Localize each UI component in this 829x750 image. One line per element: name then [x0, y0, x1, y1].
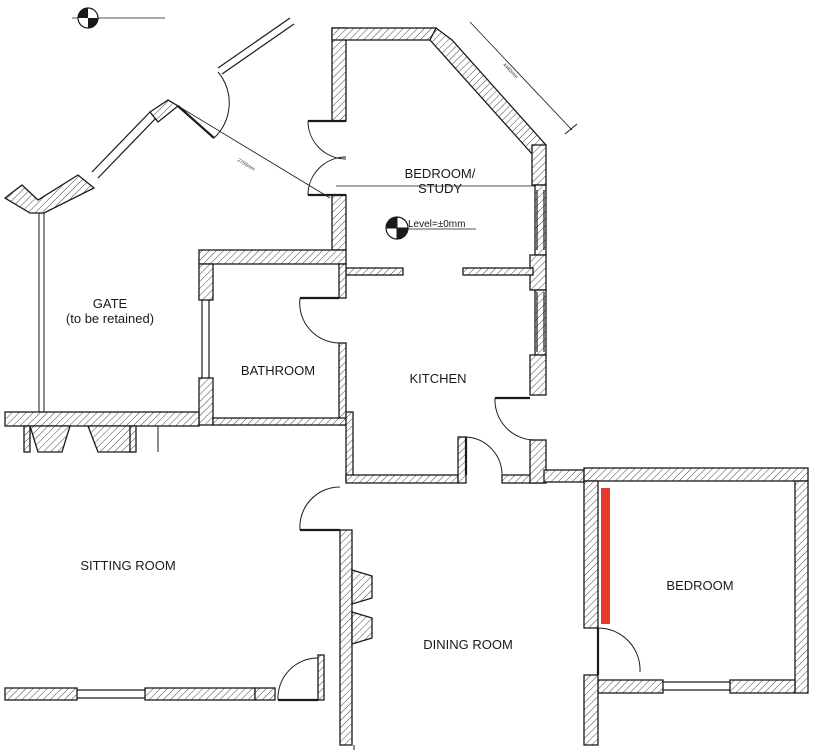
door-swing	[299, 486, 341, 531]
wall	[198, 377, 214, 426]
window	[97, 117, 157, 179]
wall	[4, 411, 200, 427]
door-swing	[494, 397, 536, 441]
door-swing	[465, 436, 503, 476]
wall	[794, 480, 809, 694]
wall	[331, 27, 347, 122]
level-label: Level=±0mm	[408, 219, 466, 230]
wall	[29, 425, 71, 453]
wall	[3, 174, 96, 214]
wall	[339, 529, 353, 746]
wall	[4, 687, 78, 701]
room-label-gate: GATE (to be retained)	[55, 296, 165, 326]
room-label-sitting-room: SITTING ROOM	[80, 558, 176, 573]
wall	[529, 354, 547, 396]
level-fill	[397, 228, 408, 239]
wall	[338, 263, 347, 299]
dimension-line	[469, 21, 573, 131]
wall	[429, 27, 547, 156]
dimension-line	[177, 105, 331, 199]
wall	[531, 144, 547, 186]
wall	[729, 679, 796, 694]
room-label-bathroom: BATHROOM	[240, 363, 316, 378]
level-fill	[386, 217, 397, 228]
wall	[144, 687, 256, 701]
wall	[543, 469, 585, 483]
wall	[345, 474, 459, 484]
wall	[87, 425, 135, 453]
doors	[177, 71, 641, 702]
wall	[345, 267, 404, 276]
door-swing	[299, 297, 340, 344]
wall	[583, 480, 599, 629]
bedroom-study-line1: BEDROOM/	[404, 166, 476, 181]
wall	[212, 417, 347, 426]
gate-structure	[38, 17, 578, 750]
door-swing	[307, 120, 347, 160]
door-leaf	[177, 105, 215, 139]
door-swing	[277, 657, 319, 701]
walls	[3, 27, 809, 746]
wall	[345, 411, 354, 483]
windows	[77, 17, 730, 699]
dimension-tick	[564, 123, 578, 135]
gate-line2: (to be retained)	[65, 311, 155, 326]
wall	[338, 342, 347, 426]
room-label-dining-room: DINING ROOM	[423, 637, 513, 652]
wall	[597, 679, 664, 694]
wall	[23, 425, 31, 453]
wall	[351, 611, 373, 645]
marker-fill	[88, 18, 98, 28]
marker-fill	[78, 8, 88, 18]
wall	[317, 654, 325, 701]
level-marker	[385, 216, 476, 240]
door-swing	[307, 156, 347, 196]
wall	[583, 467, 809, 482]
section-marker	[77, 7, 99, 29]
room-label-bedroom-study: BEDROOM/ STUDY	[390, 166, 490, 196]
room-label-kitchen: KITCHEN	[409, 371, 467, 386]
door-swing	[597, 627, 641, 673]
highlighted-wall	[601, 488, 610, 624]
window	[217, 17, 291, 69]
wall	[462, 267, 534, 276]
window	[91, 111, 151, 173]
bedroom-study-line2: STUDY	[417, 181, 463, 196]
wall	[198, 263, 214, 301]
wall	[331, 27, 437, 41]
wall	[331, 194, 347, 251]
gate-line1: GATE	[92, 296, 128, 311]
wall	[583, 674, 599, 746]
wall	[457, 436, 467, 484]
wall	[351, 569, 373, 605]
wall	[129, 425, 137, 453]
wall	[529, 439, 547, 484]
wall	[198, 249, 347, 265]
window	[221, 23, 295, 75]
door-swing	[213, 71, 230, 139]
wall	[254, 687, 276, 701]
wall	[149, 99, 180, 123]
room-label-bedroom: BEDROOM	[666, 578, 734, 593]
